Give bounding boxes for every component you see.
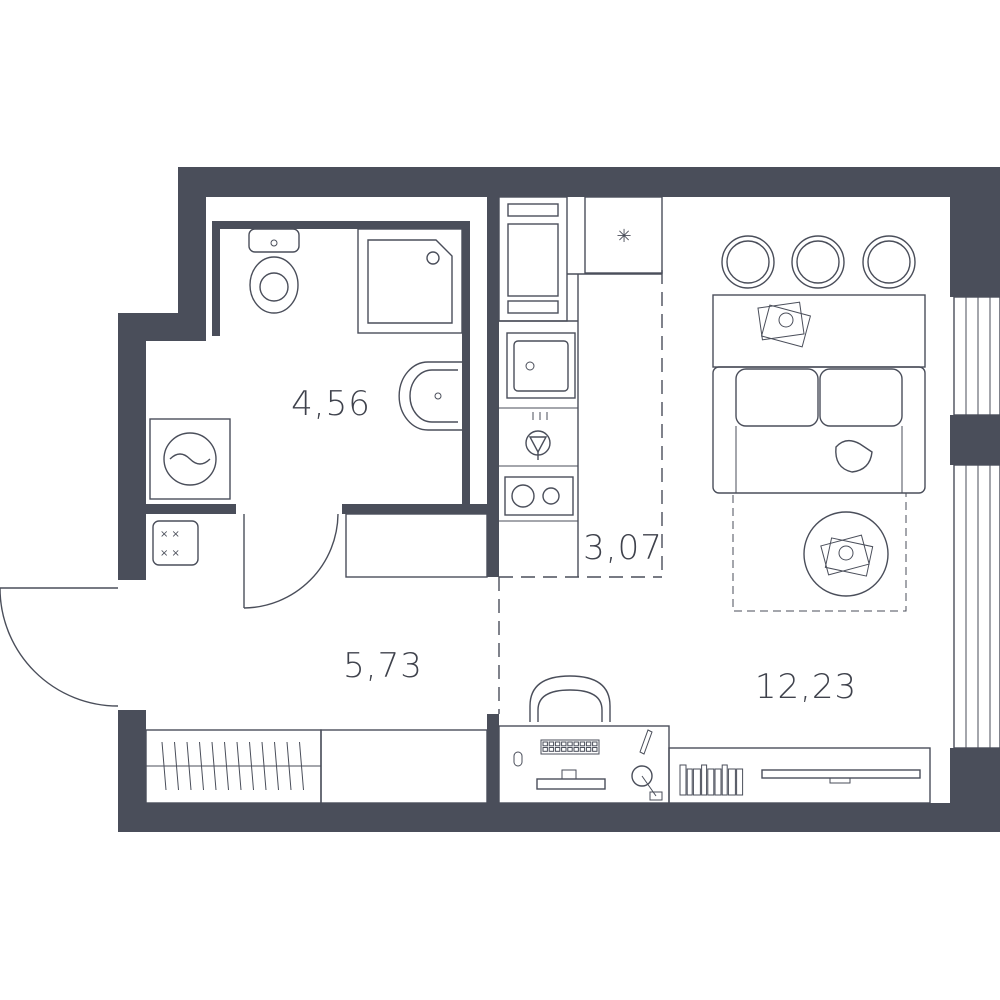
hanger bbox=[186, 741, 192, 791]
shower-tray bbox=[357, 228, 463, 334]
keyboard-key bbox=[548, 741, 555, 747]
kitchen-sink bbox=[506, 332, 576, 399]
carpet bbox=[732, 492, 907, 612]
keyboard-key bbox=[585, 741, 592, 747]
book bbox=[727, 768, 736, 796]
bar-stools bbox=[721, 235, 916, 289]
hanger bbox=[224, 741, 229, 791]
storage-cabinet bbox=[320, 729, 488, 804]
bar-counter bbox=[712, 294, 926, 368]
keyboard-key bbox=[573, 741, 579, 747]
keyboard-key bbox=[592, 747, 598, 752]
tv-cabinet bbox=[668, 747, 931, 804]
keyboard-key bbox=[585, 747, 592, 752]
keyboard-key bbox=[567, 741, 573, 747]
keyboard-key bbox=[592, 741, 598, 747]
desk bbox=[498, 725, 670, 804]
keyboard-key bbox=[554, 747, 561, 752]
book bbox=[701, 764, 708, 796]
entrance-door bbox=[0, 587, 119, 707]
hanger bbox=[211, 741, 217, 791]
dishwasher bbox=[525, 412, 551, 460]
stove-panel: × × × × bbox=[152, 520, 199, 566]
keyboard-key bbox=[573, 747, 579, 752]
keyboard-key bbox=[567, 747, 573, 752]
bathroom-sink bbox=[398, 361, 462, 431]
keyboard-key bbox=[542, 747, 548, 752]
walls bbox=[118, 167, 1000, 832]
hanger bbox=[299, 741, 304, 791]
wardrobe bbox=[145, 729, 322, 804]
living-area-label: 12,23 bbox=[755, 667, 857, 707]
hanger bbox=[199, 741, 204, 791]
washing-machine-icon bbox=[149, 418, 231, 500]
bathroom-area-label: 4,56 bbox=[291, 384, 371, 424]
svg-text:× ×: × × bbox=[160, 529, 180, 540]
magazines bbox=[757, 301, 812, 348]
keyboard-key bbox=[579, 741, 586, 747]
hanger bbox=[249, 741, 254, 791]
book bbox=[679, 764, 687, 796]
hanger bbox=[174, 741, 179, 791]
hanger bbox=[261, 741, 267, 791]
coffee-table bbox=[803, 511, 889, 597]
window-lower bbox=[953, 464, 1000, 749]
kitchen-column bbox=[498, 196, 568, 322]
snowflake-icon: ✳ bbox=[616, 226, 631, 247]
keyboard-key bbox=[561, 741, 567, 747]
bathroom-door bbox=[243, 513, 339, 609]
keyboard-key bbox=[548, 747, 555, 752]
hall-area-label: 5,73 bbox=[343, 646, 423, 686]
hanger bbox=[236, 741, 242, 791]
window-upper bbox=[953, 296, 1000, 416]
book bbox=[714, 768, 722, 796]
keyboard-key bbox=[579, 747, 586, 752]
book bbox=[721, 764, 728, 796]
kitchen-area-label: 3,07 bbox=[583, 528, 663, 568]
cooktop bbox=[504, 476, 574, 516]
book bbox=[692, 768, 701, 796]
book bbox=[707, 768, 715, 796]
kitchen-counter bbox=[499, 273, 662, 577]
toilet bbox=[248, 228, 300, 314]
fridge: ✳ bbox=[584, 196, 663, 274]
hanger bbox=[161, 741, 167, 791]
hall-shelf bbox=[345, 513, 488, 578]
office-chair bbox=[529, 675, 611, 722]
keyboard-key bbox=[542, 741, 548, 747]
keyboard-key bbox=[561, 747, 567, 752]
keyboard-key bbox=[554, 741, 561, 747]
book bbox=[736, 768, 744, 796]
hanger bbox=[274, 741, 279, 791]
book bbox=[686, 768, 693, 796]
hanger bbox=[286, 741, 292, 791]
sofa bbox=[712, 366, 926, 494]
svg-text:× ×: × × bbox=[160, 548, 180, 559]
